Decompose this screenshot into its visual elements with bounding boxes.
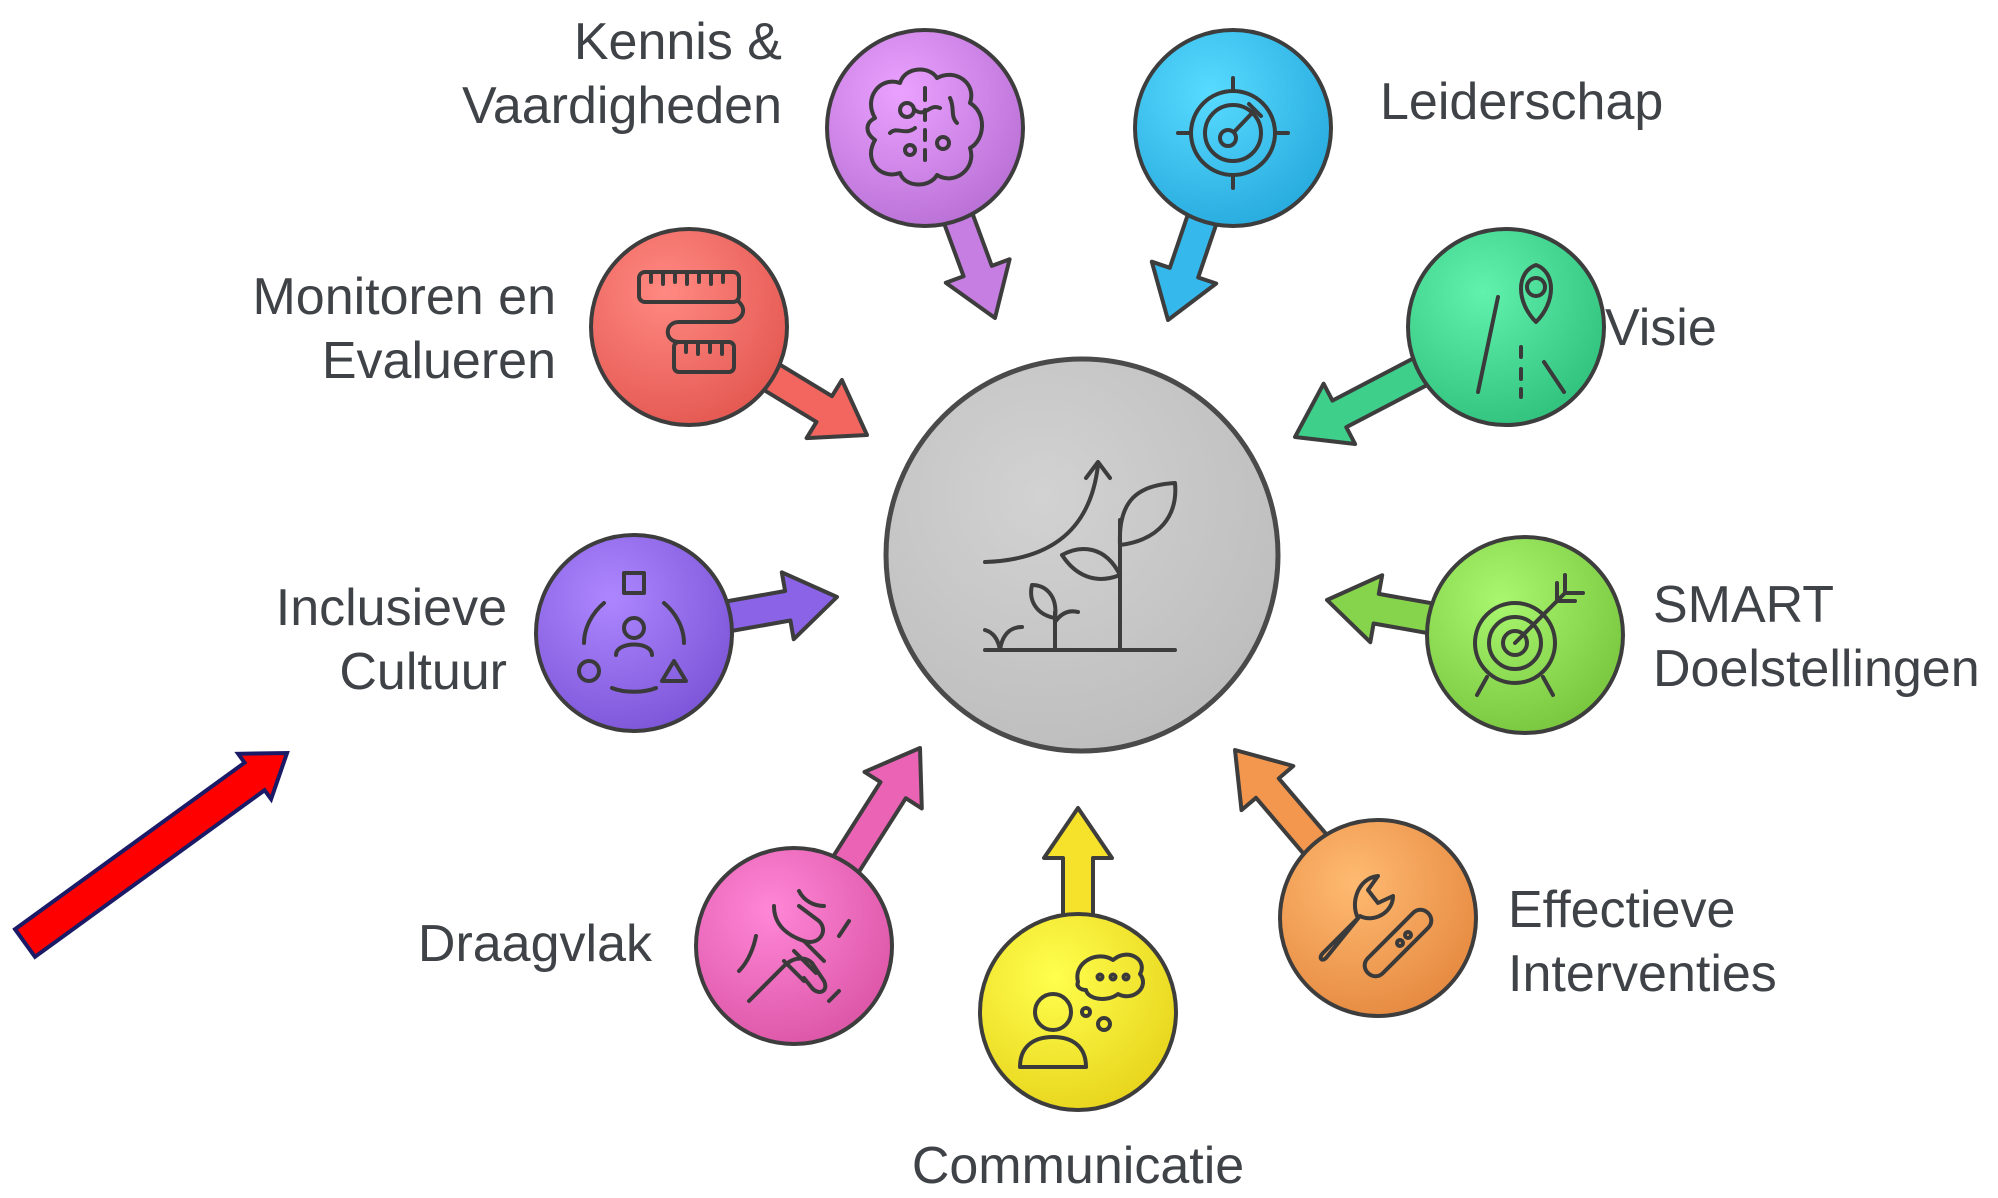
inclusieve-connector-arrow [716,570,839,642]
monitoren-node [589,227,789,427]
visie-label-line: Visie [1605,299,1717,357]
node-circles [534,28,1625,1112]
center-circle [883,356,1281,754]
communicatie-label: Communicatie [778,1134,1378,1198]
leiderschap-label-line: Leiderschap [1380,73,1664,131]
communicatie-node [978,912,1178,1112]
monitoren-label: Monitoren en Evalueren [252,265,556,393]
wrench-bandage-icon [1318,874,1434,979]
target-key-icon [1176,76,1290,190]
brain-icon [865,67,984,187]
smart-label-line: SMART [1653,576,1835,634]
inclusieve-circle [534,533,734,733]
center-hub [883,356,1281,754]
kennis-label-line: Vaardigheden [462,77,782,135]
effectieve-label-line: Effectieve [1508,881,1736,939]
draagvlak-label-line: Draagvlak [417,915,652,973]
joined-hands-icon [737,889,851,1003]
leiderschap-node [1133,28,1333,228]
road-location-pin-icon [1476,263,1566,399]
smart-node [1425,535,1625,735]
effectieve-node [1278,818,1478,1018]
leiderschap-label: Leiderschap [1380,70,1663,134]
inclusieve-node [534,533,734,733]
visie-label: Visie [1605,296,1717,360]
smart-label-line: Doelstellingen [1653,640,1980,698]
inclusieve-label-line: Inclusieve [275,579,507,637]
monitoren-connector-arrow [754,357,869,441]
visie-node [1406,227,1606,427]
measuring-tape-icon [637,270,746,374]
kennis-node [825,28,1025,228]
visie-circle [1406,227,1606,427]
draagvlak-circle [694,846,894,1046]
person-speech-bubble-icon [1018,952,1145,1069]
shapes-person-cycle-icon [577,571,688,694]
draagvlak-label: Draagvlak [418,912,652,976]
monitoren-circle [589,227,789,427]
red-arrow-icon [12,750,290,960]
visie-connector-arrow [1293,352,1437,446]
communicatie-circle [978,912,1178,1112]
draagvlak-connector-arrow [826,746,924,882]
leiderschap-circle [1133,28,1333,228]
communicatie-label-line: Communicatie [911,1137,1245,1195]
kennis-label-line: Kennis & [573,13,782,71]
smart-connector-arrow [1325,573,1443,645]
inclusieve-label-line: Cultuur [339,643,507,701]
effectieve-label-line: Interventies [1508,945,1777,1003]
monitoren-label-line: Evalueren [321,332,556,390]
effectieve-connector-arrow [1233,748,1335,863]
draagvlak-node [694,846,894,1046]
red-arrow-shape [12,750,290,960]
dartboard-icon [1473,573,1585,697]
monitoren-label-line: Monitoren en [252,268,556,326]
communicatie-connector-arrow [1042,806,1114,926]
connector-arrows [716,203,1443,926]
smart-label: SMART Doelstellingen [1653,573,1980,701]
growing-plant-arrow-icon [983,460,1178,652]
kennis-label: Kennis & Vaardigheden [462,10,782,138]
